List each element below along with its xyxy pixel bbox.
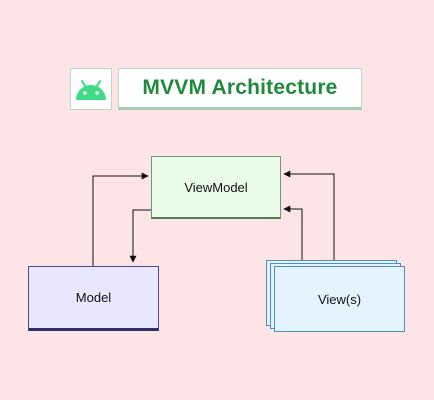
views-node: View(s) xyxy=(266,260,406,332)
arrow-views-to-viewmodel-upper xyxy=(283,170,335,260)
android-logo xyxy=(70,68,112,110)
page-title: MVVM Architecture xyxy=(118,68,362,110)
model-node: Model xyxy=(28,266,159,331)
android-icon xyxy=(76,80,106,100)
arrow-views-to-viewmodel-lower xyxy=(283,205,303,260)
arrow-viewmodel-to-model xyxy=(129,209,151,263)
views-node-label: View(s) xyxy=(274,266,405,332)
viewmodel-node: ViewModel xyxy=(151,156,281,219)
arrow-model-to-viewmodel xyxy=(92,172,149,266)
